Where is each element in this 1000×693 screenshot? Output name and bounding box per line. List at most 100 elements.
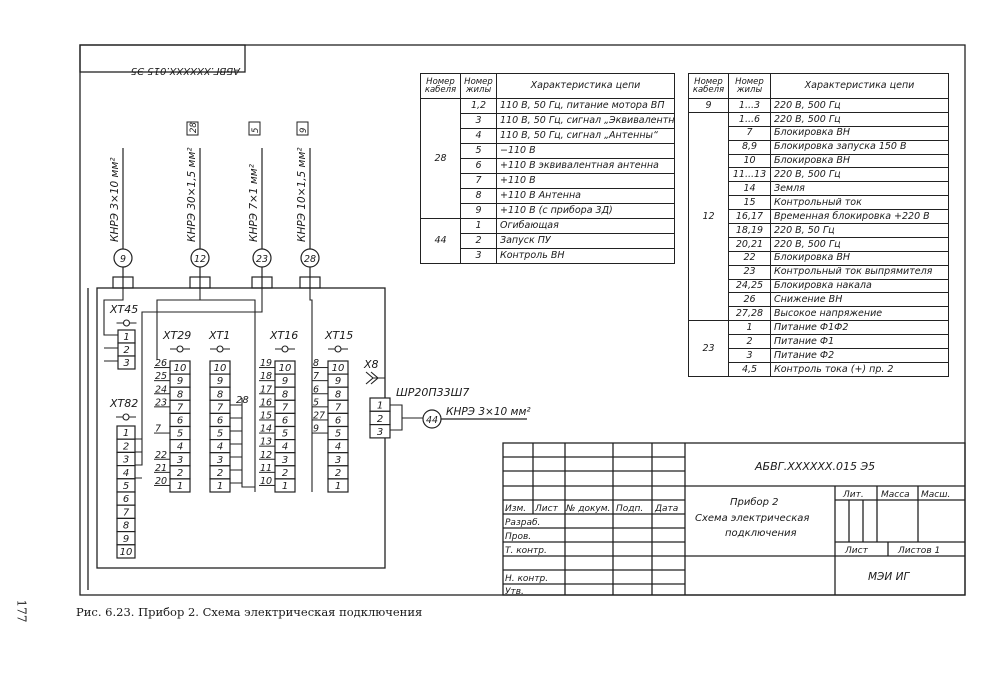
wire-number: 20 <box>155 476 167 487</box>
core-number-cell: 2 <box>460 233 497 249</box>
role-tech-control: Т. контр. <box>505 546 547 556</box>
core-number-cell: 22 <box>728 250 771 266</box>
title-line-2: Схема электрическая <box>695 513 809 524</box>
core-number-cell: 7 <box>728 125 771 141</box>
terminal-number: 5 <box>123 481 129 492</box>
circuit-description-cell: 110 В, 50 Гц, питание мотора ВП <box>496 98 675 114</box>
core-number-cell: 27,28 <box>728 306 771 322</box>
circuit-description-cell: Контрольный ток <box>770 195 949 211</box>
wire-number: 18 <box>260 371 272 382</box>
cable-number: 23 <box>256 254 268 265</box>
cable-12: 12 КНРЭ 30×1,5 мм² 28 <box>186 121 211 289</box>
terminal-number: 7 <box>335 402 342 413</box>
title-line-1: Прибор 2 <box>730 496 779 508</box>
page-number: 177 <box>14 599 29 623</box>
wire-number: 10 <box>260 476 272 487</box>
connector-type: ШР20П33Ш7 <box>396 386 469 399</box>
terminal-number: 4 <box>177 442 183 453</box>
core-number-cell: 2 <box>728 334 771 350</box>
circuit-description-cell: Высокое напряжение <box>770 306 949 322</box>
core-number-cell: 8,9 <box>728 139 771 155</box>
terminal-number: 7 <box>282 402 289 413</box>
circuit-description-cell: 220 В, 500 Гц <box>770 236 949 252</box>
wire-number: 22 <box>155 450 167 461</box>
terminal-number: 4 <box>217 442 223 453</box>
jumper-wire-label: 28 <box>236 395 249 406</box>
circuit-description-cell: Блокировка накала <box>770 278 949 294</box>
terminal-number: 6 <box>217 416 223 427</box>
terminal-number: 1 <box>335 481 341 492</box>
circuit-description-cell: Контрольный ток выпрямителя <box>770 264 949 280</box>
terminal-number: 3 <box>123 455 129 466</box>
terminal-number: 2 <box>282 468 288 479</box>
circuit-description-cell: 220 В, 50 Гц <box>770 223 949 238</box>
core-count: 28 <box>189 122 199 133</box>
circuit-description-cell: Огибающая <box>496 218 675 234</box>
terminal-number: 6 <box>123 494 129 505</box>
wire-number: 21 <box>155 463 167 474</box>
circuit-description-cell: +110 В <box>496 173 675 189</box>
doc-code: АБВГ.XXXXXX.015 Э5 <box>754 460 875 473</box>
connector-name: X8 <box>363 358 379 371</box>
terminal <box>116 544 136 559</box>
terminal <box>209 478 231 493</box>
cable-type-label: КНРЭ 30×1,5 мм² <box>186 147 198 242</box>
circuit-description-cell: Контроль тока (+) пр. 2 <box>770 361 949 377</box>
terminal-number: 10 <box>120 547 133 558</box>
core-number-cell: 14 <box>728 181 771 197</box>
role-developer: Разраб. <box>505 518 540 528</box>
cable-gland <box>251 276 273 289</box>
core-number-cell: 20,21 <box>728 236 771 252</box>
cable-number: 9 <box>120 254 126 265</box>
terminal-block-label: XT15 <box>324 329 353 342</box>
terminal-number: 5 <box>335 429 341 440</box>
core-number-cell: 6 <box>460 158 497 174</box>
cable-number-cell: 9 <box>688 98 729 113</box>
terminal-number: 6 <box>335 416 341 427</box>
cable-number: 12 <box>194 254 206 265</box>
title-line-3: подключения <box>725 528 797 539</box>
circuit-description-cell: 110 В, 50 Гц, сигнал „Антенны“ <box>496 128 675 144</box>
terminal-block-label: XT16 <box>269 329 298 342</box>
terminal-number: 8 <box>177 389 183 400</box>
internal-wiring <box>103 288 423 492</box>
wire-number: 27 <box>313 410 325 421</box>
terminal-block-label: XT29 <box>162 329 191 342</box>
pin-number: 3 <box>377 427 383 438</box>
wire-number: 12 <box>260 450 272 461</box>
cable-number-cell: 44 <box>420 218 461 264</box>
core-number-cell: 24,25 <box>728 278 771 294</box>
terminal-number: 5 <box>217 429 223 440</box>
core-number-cell: 4 <box>460 128 497 144</box>
circuit-description-cell: Снижение ВН <box>770 292 949 308</box>
terminal-number: 5 <box>177 429 183 440</box>
core-number-cell: 7 <box>460 173 497 189</box>
stamp-box <box>79 44 246 73</box>
terminal-number: 1 <box>123 428 129 439</box>
terminal-number: 9 <box>335 376 341 387</box>
circuit-description-cell: 220 В, 500 Гц <box>770 167 949 183</box>
col-header-list: Лист <box>534 504 559 514</box>
pin-number: 1 <box>377 401 383 412</box>
terminal-number: 6 <box>282 416 288 427</box>
wire-number: 26 <box>155 358 167 369</box>
core-number-cell: 1...3 <box>728 98 771 113</box>
circuit-description-cell: Контроль ВН <box>496 248 675 264</box>
circuit-description-cell: 220 В, 500 Гц <box>770 98 949 113</box>
cable-gland <box>189 276 211 289</box>
cable-type-label: КНРЭ 10×1,5 мм² <box>296 147 308 242</box>
wire-number: 16 <box>260 397 272 408</box>
cable-number: 44 <box>426 415 438 426</box>
core-number-cell: 3 <box>460 248 497 264</box>
